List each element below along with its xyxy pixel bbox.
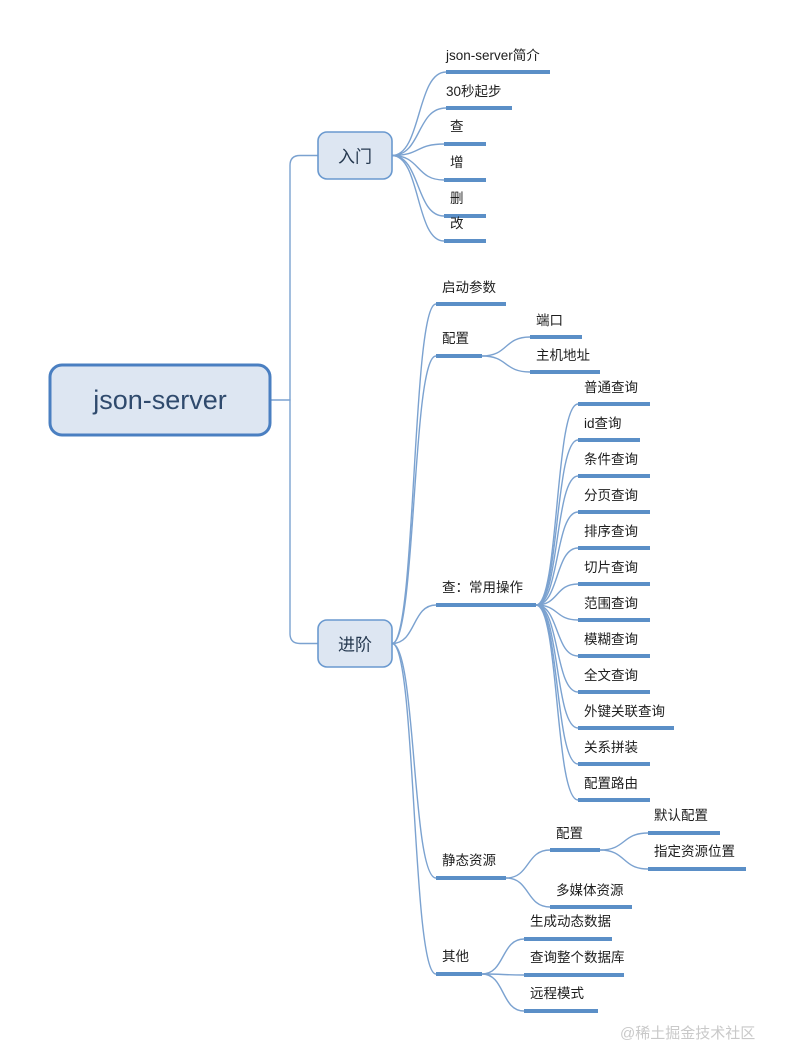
- branch-node-label: 入门: [338, 148, 372, 167]
- mindmap-leaf-node[interactable]: 指定资源位置: [648, 844, 746, 871]
- leaf-node-label: 生成动态数据: [530, 914, 611, 929]
- mindmap-leaf-node[interactable]: 关系拼装: [578, 740, 650, 766]
- mindmap-leaf-node[interactable]: 静态资源: [436, 853, 506, 880]
- leaf-node-label: 主机地址: [536, 348, 590, 363]
- leaf-node-label: 外键关联查询: [584, 704, 665, 719]
- leaf-node-label: 启动参数: [442, 279, 496, 295]
- root-node-label: json-server: [92, 385, 227, 415]
- leaf-node-label: 条件查询: [584, 451, 638, 467]
- leaf-node-label: 分页查询: [584, 488, 638, 503]
- connector-layer: [269, 71, 649, 1012]
- mindmap-leaf-node[interactable]: 范围查询: [578, 596, 650, 622]
- leaf-node-label: 关系拼装: [584, 740, 638, 755]
- mindmap-leaf-node[interactable]: 配置路由: [578, 776, 650, 802]
- mindmap-leaf-node[interactable]: 多媒体资源: [550, 882, 632, 909]
- leaf-node-label: id查询: [584, 416, 622, 431]
- mindmap-leaf-node[interactable]: 远程模式: [524, 986, 598, 1013]
- leaf-node-label: 增: [450, 155, 464, 170]
- mindmap-leaf-node[interactable]: 模糊查询: [578, 632, 650, 658]
- mindmap-leaf-node[interactable]: 查：常用操作: [436, 580, 536, 607]
- branch-node-label: 进阶: [338, 636, 372, 655]
- leaf-node-label: 删: [450, 191, 464, 206]
- leaf-node-label: 默认配置: [654, 808, 708, 823]
- leaf-node-label: 改: [450, 216, 464, 231]
- mindmap-branch-node[interactable]: 入门: [317, 131, 393, 180]
- leaf-node-label: 查询整个数据库: [530, 950, 625, 965]
- mindmap-leaf-node[interactable]: 主机地址: [530, 348, 600, 374]
- mindmap-leaf-node[interactable]: 查询整个数据库: [524, 950, 625, 977]
- root-node[interactable]: json-server: [48, 363, 272, 437]
- mindmap-leaf-node[interactable]: 改: [444, 216, 486, 243]
- leaf-node-label: 查: [450, 119, 464, 134]
- mindmap-leaf-node[interactable]: 条件查询: [578, 451, 650, 478]
- leaf-node-label: 模糊查询: [584, 632, 638, 647]
- mindmap-leaf-node[interactable]: 分页查询: [578, 488, 650, 514]
- mindmap-leaf-node[interactable]: 生成动态数据: [524, 914, 612, 941]
- mindmap-leaf-node[interactable]: 其他: [436, 949, 482, 976]
- mindmap-leaf-node[interactable]: 排序查询: [578, 524, 650, 550]
- mindmap-branch-node[interactable]: 进阶: [317, 619, 393, 668]
- mindmap-leaf-node[interactable]: 普通查询: [578, 380, 650, 406]
- leaf-node-label: 查：常用操作: [442, 580, 523, 595]
- leaf-node-label: 多媒体资源: [556, 882, 624, 898]
- leaf-node-label: 配置: [556, 826, 583, 841]
- mindmap-leaf-node[interactable]: 30秒起步: [446, 84, 512, 110]
- leaf-node-label: 端口: [536, 313, 563, 328]
- mindmap-leaf-node[interactable]: 配置: [550, 826, 600, 852]
- mindmap-leaf-node[interactable]: 查: [444, 119, 486, 146]
- leaf-node-label: 配置: [442, 331, 469, 346]
- watermark-label: @稀土掘金技术社区: [620, 1025, 755, 1042]
- mindmap-leaf-node[interactable]: 增: [444, 155, 486, 182]
- mindmap-leaf-node[interactable]: 默认配置: [648, 808, 720, 835]
- leaf-node-label: 切片查询: [584, 560, 638, 575]
- leaf-node-label: 普通查询: [584, 380, 638, 395]
- mindmap-leaf-node[interactable]: 全文查询: [578, 667, 650, 694]
- leaf-node-label: 30秒起步: [446, 84, 502, 99]
- mindmap-leaf-node[interactable]: 配置: [436, 331, 482, 358]
- leaf-node-label: json-server简介: [445, 47, 540, 63]
- mindmap-leaf-node[interactable]: id查询: [578, 416, 640, 442]
- mindmap-leaf-node[interactable]: 端口: [530, 313, 582, 339]
- mindmap-leaf-node[interactable]: 切片查询: [578, 560, 650, 586]
- mindmap-leaf-node[interactable]: 启动参数: [436, 279, 506, 306]
- leaf-node-label: 远程模式: [530, 986, 584, 1001]
- leaf-node-label: 其他: [442, 949, 469, 964]
- leaf-node-label: 范围查询: [584, 596, 638, 611]
- leaf-node-label: 排序查询: [584, 524, 638, 539]
- leaf-node-label: 静态资源: [442, 853, 496, 868]
- leaf-node-label: 指定资源位置: [654, 844, 735, 859]
- mindmap-leaf-node[interactable]: 外键关联查询: [578, 704, 674, 730]
- mindmap-leaf-node[interactable]: json-server简介: [445, 47, 550, 74]
- leaf-node-label: 配置路由: [584, 776, 638, 791]
- mindmap-leaf-node[interactable]: 删: [444, 191, 486, 218]
- leaf-node-label: 全文查询: [584, 667, 638, 683]
